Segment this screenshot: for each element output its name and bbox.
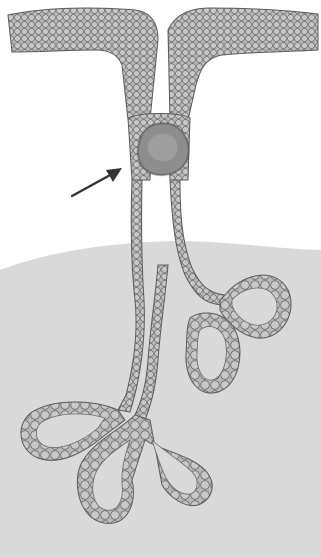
acinus-right-middle-lumen xyxy=(197,326,226,380)
pointer-arrow-shaft xyxy=(72,174,112,196)
surface-epithelium-left xyxy=(8,8,158,126)
lesion-highlight xyxy=(148,134,178,161)
surface-epithelium-right xyxy=(168,8,318,126)
